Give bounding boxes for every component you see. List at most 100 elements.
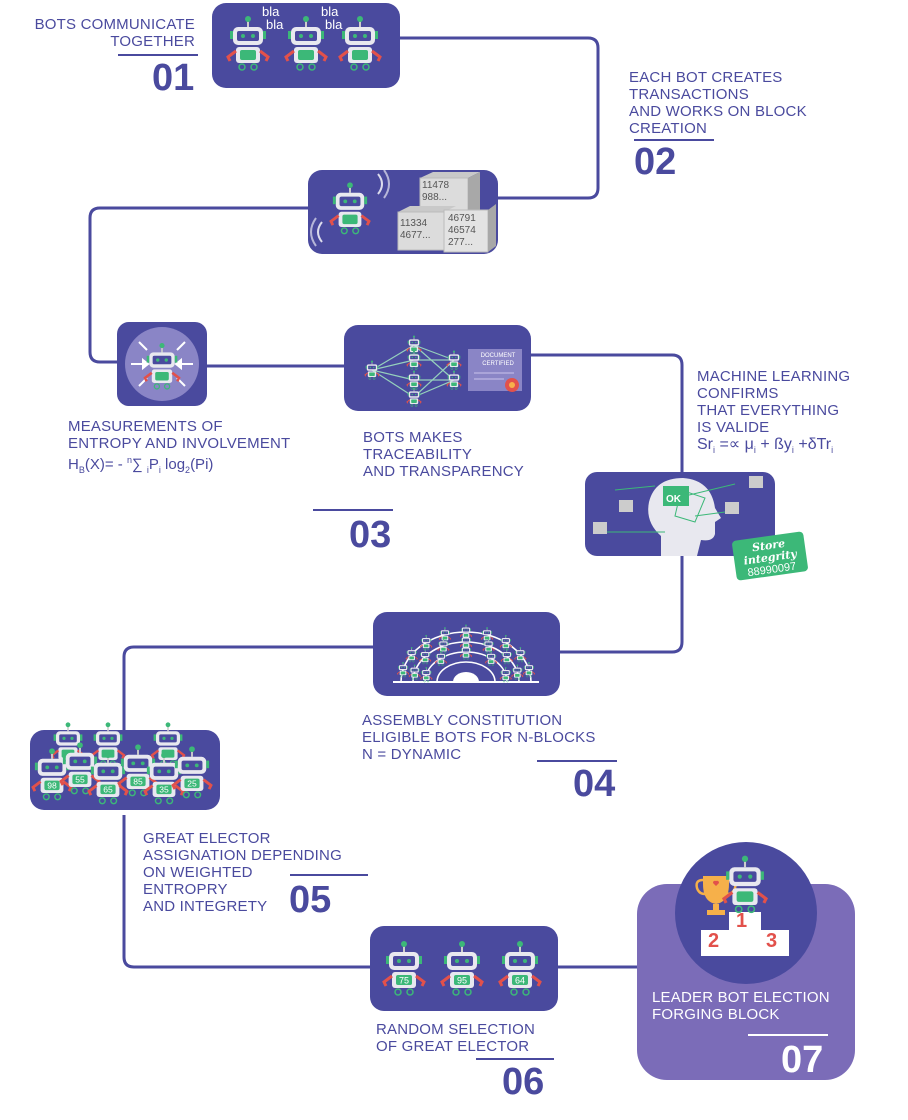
robot-icon [480, 627, 494, 643]
step05-panel: 98 55 65 85 35 25 [30, 722, 220, 810]
robot-icon [406, 387, 422, 407]
robot-icon [459, 644, 473, 660]
robot-icon [500, 648, 513, 665]
step07-rule [748, 1034, 828, 1036]
ml-label: MACHINE LEARNING CONFIRMS THAT EVERYTHIN… [697, 368, 851, 436]
robot-icon [420, 666, 433, 683]
robot-icon: 98 [31, 748, 73, 801]
robot-icon: 75 [382, 941, 426, 996]
robot-icon [406, 370, 422, 390]
robot-icon: 64 [498, 941, 542, 996]
robot-icon: 85 [117, 744, 159, 797]
bot-score: 95 [457, 976, 467, 986]
robot-icon [482, 638, 495, 654]
bot-score: 55 [75, 775, 85, 785]
robot-icon [499, 666, 512, 683]
step04-number: 04 [573, 763, 616, 805]
step01-number: 01 [152, 57, 195, 99]
robot-icon [484, 650, 498, 667]
step07-number: 07 [781, 1039, 824, 1081]
step03-number: 03 [349, 514, 392, 556]
bot-score: 75 [399, 976, 409, 986]
robot-icon [150, 722, 186, 767]
step05-number: 05 [289, 879, 332, 921]
robot-icon [396, 662, 410, 678]
bot-score: 65 [103, 785, 113, 795]
robot-icon: 95 [440, 941, 484, 996]
traceability-panel [344, 325, 531, 411]
ml-panel [585, 472, 775, 556]
robot-icon [329, 182, 371, 235]
robot-icon [405, 646, 418, 663]
step07-label: LEADER BOT ELECTION FORGING BLOCK [652, 989, 830, 1023]
store-integrity-stamp: Store integrity 88990097 [731, 531, 809, 581]
step02-panel [308, 170, 498, 254]
bot-score: 85 [133, 777, 143, 787]
step06-rule [476, 1058, 554, 1060]
step02-number: 02 [634, 141, 677, 183]
robot-icon [284, 16, 328, 71]
entropy-label: MEASUREMENTS OF ENTROPY AND INVOLVEMENT [68, 418, 291, 452]
robot-icon [434, 650, 448, 667]
step04-rule [537, 760, 617, 762]
step01-panel [212, 3, 400, 88]
robot-icon [514, 646, 527, 663]
robot-icon [406, 335, 422, 355]
robot-icon [446, 370, 462, 390]
robot-icon [511, 664, 524, 680]
step06-panel: 75 95 64 [370, 926, 558, 1011]
robot-icon [459, 634, 473, 650]
robot-icon [419, 648, 432, 665]
robot-icon [143, 343, 181, 390]
robot-icon [338, 16, 382, 71]
bot-score: 35 [159, 785, 169, 795]
entropy-panel [117, 322, 207, 406]
podium-first: 1 [736, 910, 748, 932]
bot-score: 98 [47, 781, 57, 791]
step02-rule [634, 139, 714, 141]
robot-icon [722, 855, 768, 914]
robot-icon [420, 634, 433, 651]
robot-icon [437, 638, 450, 654]
step05-label: GREAT ELECTOR ASSIGNATION DEPENDING ON W… [143, 830, 342, 915]
robot-icon [364, 360, 380, 380]
ok-badge: OK [666, 494, 681, 505]
robot-icon [499, 634, 512, 651]
robot-icon: 35 [143, 752, 185, 805]
robot-icon [406, 350, 422, 370]
podium-third: 3 [766, 930, 778, 952]
entropy-formula: HB(X)= - n∑ iPi log2(Pi) [68, 455, 214, 475]
robot-icon [408, 664, 421, 680]
step05-rule [290, 874, 368, 876]
step06-label: RANDOM SELECTION OF GREAT ELECTOR [376, 1021, 536, 1055]
bot-score: 64 [515, 976, 525, 986]
robot-icon: 65 [87, 752, 129, 805]
bot-score: 25 [187, 779, 197, 789]
robot-icon: 55 [59, 742, 101, 795]
robot-icon [522, 662, 536, 678]
step04-label: ASSEMBLY CONSTITUTION ELIGIBLE BOTS FOR … [362, 712, 596, 763]
robot-icon: 25 [171, 746, 213, 799]
step03-rule [313, 509, 393, 511]
robot-icon [438, 627, 452, 643]
step06-number: 06 [502, 1061, 545, 1103]
traceability-label: BOTS MAKES TRACEABILITY AND TRANSPARENCY [363, 429, 525, 480]
step01-label: BOTS COMMUNICATE TOGETHER [34, 16, 195, 50]
step01-rule [118, 54, 198, 56]
step02-label: EACH BOT CREATES TRANSACTIONS AND WORKS … [629, 69, 807, 137]
block-cube-left [397, 206, 456, 251]
podium-second: 2 [708, 930, 720, 952]
block-cube-right [443, 204, 496, 253]
robot-icon [446, 350, 462, 370]
podium-circle [675, 842, 817, 984]
assembly-bots [396, 624, 536, 683]
robot-icon [226, 16, 270, 71]
